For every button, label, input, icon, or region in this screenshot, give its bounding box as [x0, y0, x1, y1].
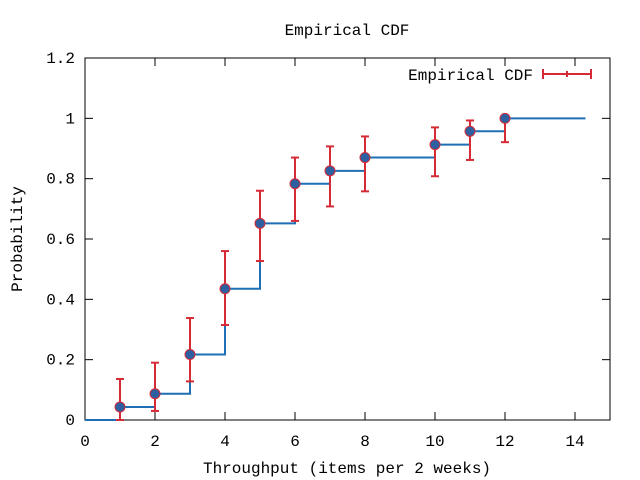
x-tick-label: 4 — [220, 433, 230, 451]
x-tick-label: 8 — [360, 433, 370, 451]
legend: Empirical CDF — [408, 67, 592, 85]
y-tick-label: 0.6 — [46, 231, 75, 249]
legend-label: Empirical CDF — [408, 67, 533, 85]
y-tick-label: 0.4 — [46, 291, 75, 309]
y-tick-label: 0 — [65, 412, 75, 430]
cdf-step-path — [85, 117, 586, 421]
data-point — [429, 139, 441, 151]
y-tick-label: 0.2 — [46, 352, 75, 370]
chart-title: Empirical CDF — [285, 22, 410, 40]
data-point — [289, 178, 301, 190]
data-point — [219, 283, 231, 295]
data-point — [464, 125, 476, 137]
data-point — [254, 217, 266, 229]
cdf-step-line — [85, 117, 586, 421]
y-axis: 0 0.2 0.4 0.6 0.8 1 1.2 — [46, 50, 610, 430]
x-tick-label: 2 — [150, 433, 160, 451]
x-tick-label: 10 — [425, 433, 444, 451]
plot-frame — [84, 57, 611, 421]
data-points — [114, 112, 511, 413]
x-tick-label: 6 — [290, 433, 300, 451]
x-tick-label: 0 — [80, 433, 90, 451]
y-axis-label: Probability — [9, 186, 27, 292]
data-point — [149, 388, 161, 400]
y-tick-label: 1.2 — [46, 50, 75, 68]
y-tick-label: 0.8 — [46, 171, 75, 189]
x-axis-label: Throughput (items per 2 weeks) — [203, 460, 491, 478]
data-point — [359, 152, 371, 164]
x-axis: 0 2 4 6 8 10 12 14 — [80, 58, 585, 451]
error-bars — [116, 117, 509, 421]
data-point — [114, 401, 126, 413]
data-point — [499, 112, 511, 124]
y-tick-label: 1 — [65, 110, 75, 128]
data-point — [184, 349, 196, 361]
data-point — [324, 165, 336, 177]
x-tick-label: 14 — [565, 433, 584, 451]
x-tick-label: 12 — [495, 433, 514, 451]
